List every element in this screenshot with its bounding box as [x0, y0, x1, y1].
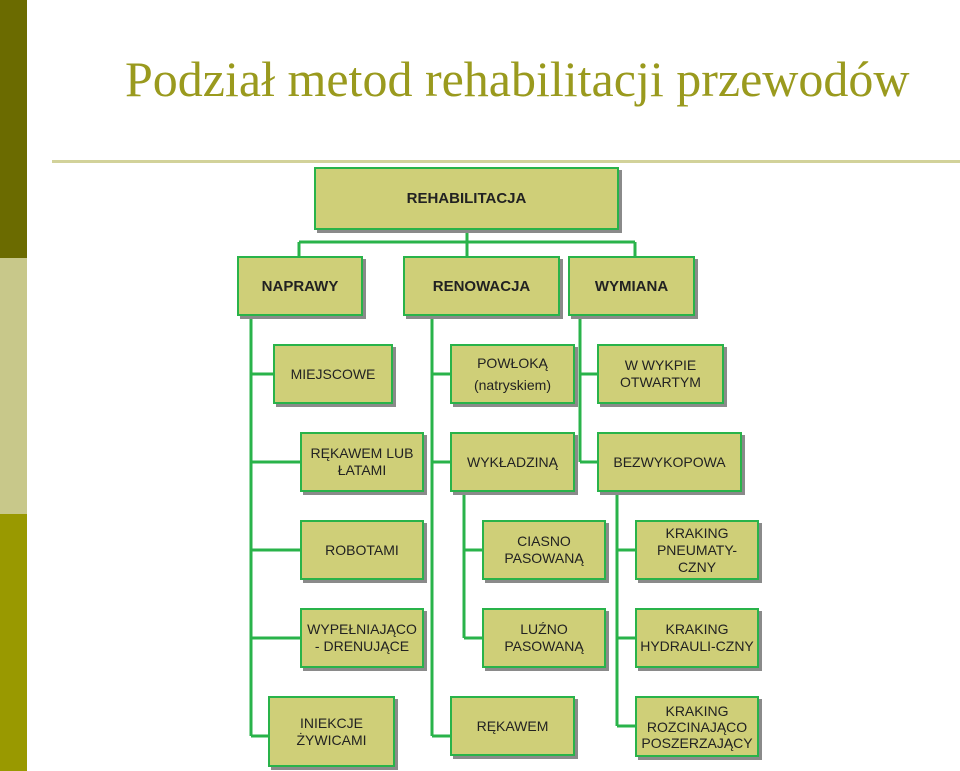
node-kraking-pneumatyczny: KRAKING PNEUMATY- CZNY — [635, 520, 759, 580]
node-powloka-label: POWŁOKĄ — [477, 354, 548, 371]
node-rehabilitacja: REHABILITACJA — [314, 167, 619, 230]
slide-title: Podział metod rehabilitacji przewodów — [125, 51, 910, 107]
node-rekawem-lub-latami: RĘKAWEM LUB ŁATAMI — [300, 432, 424, 492]
node-bezwykopowa: BEZWYKOPOWA — [597, 432, 742, 492]
node-wykladzina: WYKŁADZINĄ — [450, 432, 575, 492]
sidebar-band-middle — [0, 258, 27, 514]
node-w-wykopie-otwartym: W WYKPIE OTWARTYM — [597, 344, 724, 404]
node-powloka-note: (natryskiem) — [473, 376, 551, 393]
node-renowacja: RENOWACJA — [403, 256, 560, 316]
node-naprawy: NAPRAWY — [237, 256, 363, 316]
node-wymiana: WYMIANA — [568, 256, 695, 316]
node-ciasno-pasowana: CIASNO PASOWANĄ — [482, 520, 606, 580]
node-luzno-pasowana: LUŹNO PASOWANĄ — [482, 608, 606, 668]
sidebar-band-top — [0, 0, 27, 258]
node-iniekcje-zywicami: INIEKCJE ŻYWICAMI — [268, 696, 395, 767]
node-kraking-rozcinajaco-poszerzajacy: KRAKING ROZCINAJĄCO POSZERZAJĄCY — [635, 696, 759, 757]
node-miejscowe: MIEJSCOWE — [273, 344, 393, 404]
node-kraking-hydrauliczny: KRAKING HYDRAULI-CZNY — [635, 608, 759, 668]
node-powloka: POWŁOKĄ (natryskiem) — [450, 344, 575, 404]
title-divider — [52, 160, 960, 163]
node-rekawem: RĘKAWEM — [450, 696, 575, 756]
node-robotami: ROBOTAMI — [300, 520, 424, 580]
node-wypelniajaco-drenujace: WYPEŁNIAJĄCO - DRENUJĄCE — [300, 608, 424, 668]
sidebar-band-bottom — [0, 514, 27, 771]
